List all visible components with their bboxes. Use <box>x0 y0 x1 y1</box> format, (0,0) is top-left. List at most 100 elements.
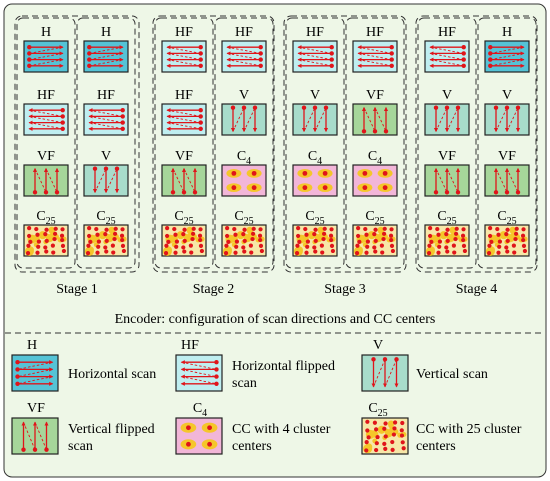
tile-v <box>424 103 470 136</box>
tile-hf <box>424 40 470 73</box>
stage-frame <box>415 15 538 273</box>
tile-hf <box>352 40 398 73</box>
tile-label: V <box>310 88 320 103</box>
tile-c25 <box>221 224 267 257</box>
stage-label: Stage 4 <box>456 282 498 297</box>
legend-group: H Horizontal scan HF Horizontal flipped scan… <box>11 338 522 455</box>
tile-v <box>361 354 409 392</box>
tile-hf <box>161 40 207 73</box>
legend-description: Vertical scan <box>416 367 488 382</box>
tile-label: H <box>101 25 111 40</box>
tile-hf <box>83 103 129 136</box>
tile-h <box>484 40 530 73</box>
tile-vf <box>23 164 69 197</box>
tile-label: V <box>239 88 249 103</box>
legend-description: CC with 4 cluster <box>232 422 331 437</box>
tile-c4 <box>175 417 223 455</box>
tile-hf <box>161 103 207 136</box>
tile-hf <box>292 40 338 73</box>
tile-c25 <box>292 224 338 257</box>
tile-vf <box>352 103 398 136</box>
tile-label: HF <box>235 25 253 40</box>
legend-item-h: H Horizontal scan <box>11 338 156 392</box>
tile-h <box>23 40 69 73</box>
legend-description: CC with 25 cluster <box>416 422 522 437</box>
stage-label: Stage 1 <box>56 282 98 297</box>
stage-label: Stage 3 <box>324 282 366 297</box>
stage-frame <box>14 15 140 273</box>
tile-label: V <box>442 88 452 103</box>
tile-label: HF <box>97 88 115 103</box>
tile-c25 <box>484 224 530 257</box>
tile-vf <box>484 164 530 197</box>
legend-item-v: V Vertical scan <box>361 338 488 392</box>
legend-description: scan <box>68 439 93 454</box>
tile-hf <box>23 103 69 136</box>
tile-c25 <box>352 224 398 257</box>
tile-c4 <box>221 164 267 197</box>
tile-c25 <box>424 224 470 257</box>
tile-label: HF <box>438 25 456 40</box>
tile-v <box>221 103 267 136</box>
stage-frame <box>152 15 275 273</box>
legend-description: scan <box>232 376 257 391</box>
tile-c25 <box>23 224 69 257</box>
tile-c25 <box>83 224 129 257</box>
tile-label: VF <box>438 149 456 164</box>
tile-c4 <box>292 164 338 197</box>
legend-description: centers <box>416 439 456 454</box>
legend-item-vf: VF Vertical flipped scan <box>11 401 155 455</box>
legend-label: VF <box>27 401 45 416</box>
tile-vf <box>161 164 207 197</box>
legend-description: Vertical flipped <box>68 422 155 437</box>
tile-h <box>83 40 129 73</box>
tile-c4 <box>352 164 398 197</box>
tile-v <box>292 103 338 136</box>
legend-label: V <box>373 338 383 353</box>
stage-label: Stage 2 <box>193 282 235 297</box>
stage-frame <box>283 15 407 273</box>
tile-label: H <box>502 25 512 40</box>
legend-description: Horizontal flipped <box>232 359 335 374</box>
legend-label: HF <box>181 338 199 353</box>
legend-label: H <box>27 338 37 353</box>
tile-label: HF <box>366 25 384 40</box>
legend-description: Horizontal scan <box>68 367 156 382</box>
tile-c25 <box>161 224 207 257</box>
tile-v <box>83 164 129 197</box>
tile-label: HF <box>306 25 324 40</box>
tile-label: VF <box>498 149 516 164</box>
tile-hf <box>221 40 267 73</box>
tile-label: H <box>41 25 51 40</box>
tile-label: VF <box>175 149 193 164</box>
tile-label: HF <box>37 88 55 103</box>
legend-description: centers <box>232 439 272 454</box>
encoder-caption: Encoder: configuration of scan direction… <box>115 312 436 327</box>
legend-item-hf: HF Horizontal flipped scan <box>175 338 335 392</box>
tile-vf <box>424 164 470 197</box>
tile-label: VF <box>37 149 55 164</box>
tile-vf <box>11 417 59 455</box>
tile-v <box>484 103 530 136</box>
tile-label: V <box>101 149 111 164</box>
tile-label: V <box>502 88 512 103</box>
tile-c25 <box>361 417 409 455</box>
tile-hf <box>175 354 223 392</box>
tile-label: HF <box>175 88 193 103</box>
tile-h <box>11 354 59 392</box>
tile-label: HF <box>175 25 193 40</box>
tile-label: VF <box>366 88 384 103</box>
